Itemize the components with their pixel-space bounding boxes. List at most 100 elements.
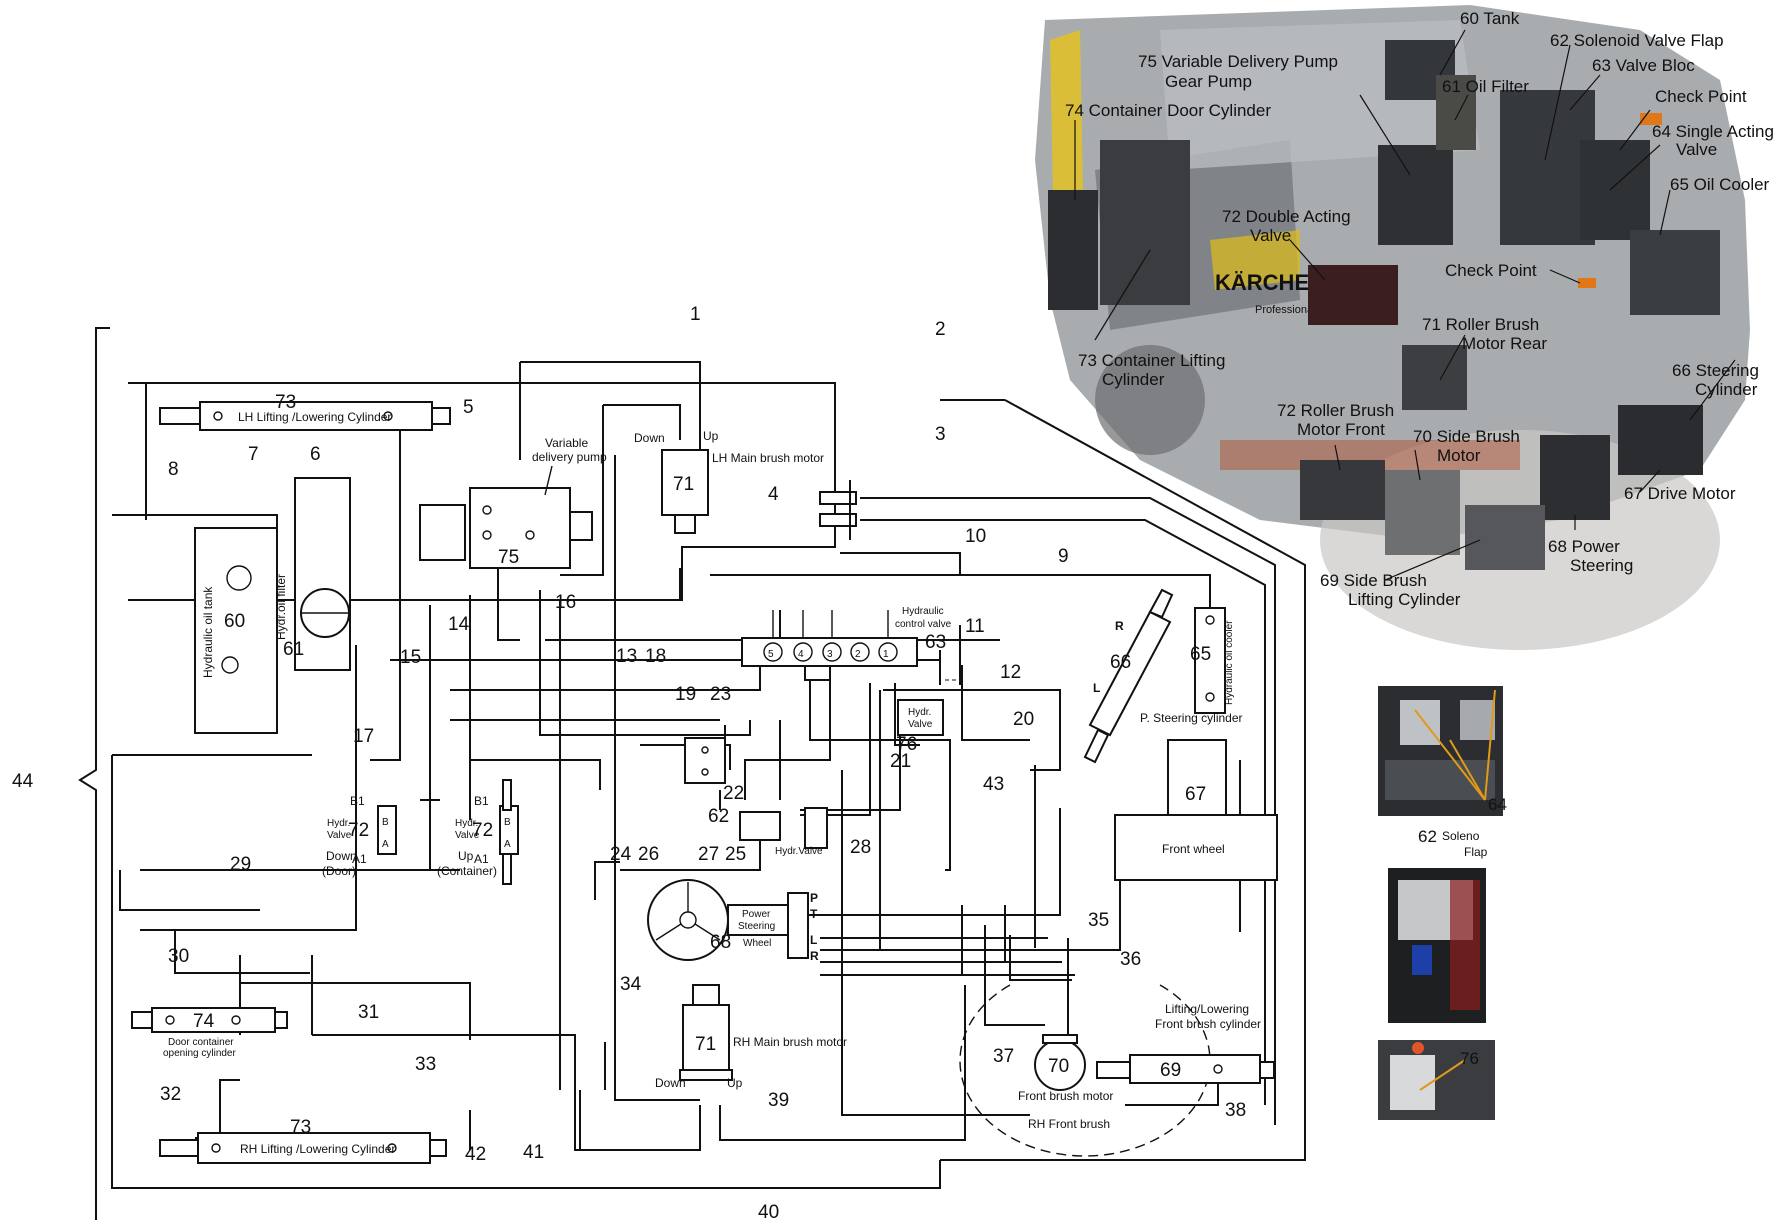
photo-oil-filter <box>1436 75 1476 150</box>
door-cyl-label-2: opening cylinder <box>163 1048 236 1059</box>
photo-pump <box>1378 145 1453 245</box>
container-valve-label-4: (Container) <box>437 864 497 878</box>
control-valve-num: 63 <box>925 632 946 653</box>
container-valve-label-2: Valve <box>455 830 480 841</box>
photo-container-door-cylinder <box>1048 190 1098 310</box>
steering-cyl-num: 66 <box>1110 652 1131 673</box>
line-label-6: 6 <box>310 444 321 465</box>
callout-drive-motor: 67 Drive Motor <box>1624 484 1736 503</box>
bracket-44 <box>78 327 110 1222</box>
callout-steering-cylinder: Cylinder <box>1695 380 1758 399</box>
photo-valve-bloc <box>1500 90 1595 245</box>
container-valve-b1: B1 <box>474 794 489 808</box>
check-point-marker-2 <box>1578 278 1596 288</box>
pump-label-2: delivery pump <box>532 450 607 464</box>
valve-76-num: 76 <box>896 734 917 755</box>
line-label-19: 19 <box>675 684 696 705</box>
line-label-2: 2 <box>935 319 946 340</box>
rh-lifting-cylinder: 73 RH Lifting /Lowering Cylinder <box>159 1117 447 1164</box>
line-label-27: 27 <box>698 844 719 865</box>
steering-wheel-label-1: Power <box>742 909 771 920</box>
control-section-3: 3 <box>827 649 833 660</box>
lh-main-brush-motor: 71 LH Main brush motor Down Up <box>634 429 824 534</box>
door-valve-label-2: Valve <box>327 830 352 841</box>
photo-oil-cooler <box>1630 230 1720 315</box>
callout-lifting-cylinder: Lifting Cylinder <box>1348 590 1461 609</box>
door-valve-b: B <box>382 817 389 828</box>
container-valve-label-3: Up <box>458 849 474 863</box>
rh-cylinder-num: 73 <box>290 1117 311 1138</box>
inset-62-caption-2: Flap <box>1464 845 1488 859</box>
line-label-12: 12 <box>1000 662 1021 683</box>
photo-container-lifting-cylinder <box>1100 140 1190 305</box>
lh-motor-up: Up <box>703 429 719 443</box>
steering-wheel-label-3: Wheel <box>743 938 771 949</box>
line-label-1: 1 <box>690 304 701 325</box>
steering-wheel-label-2: Steering <box>738 921 775 932</box>
line-label-5: 5 <box>463 397 474 418</box>
front-brush-assembly: 70 Front brush motor RH Front brush 69 L… <box>959 984 1275 1157</box>
line-label-14: 14 <box>448 614 470 635</box>
filter-label: Hydr.oil filter <box>274 574 288 640</box>
callout-single-acting: 64 Single Acting <box>1652 122 1774 141</box>
hydraulic-oil-filter: 61 Hydr.oil filter <box>274 477 351 671</box>
line-label-40: 40 <box>758 1202 779 1220</box>
callout-oil-filter: 61 Oil Filter <box>1442 77 1529 96</box>
tank-num: 60 <box>224 611 245 632</box>
inset-76-num: 76 <box>1460 1049 1479 1068</box>
photo-side-brush-motor <box>1385 470 1460 555</box>
line-label-23: 23 <box>710 684 731 705</box>
photo-roller-motor-front <box>1300 460 1385 520</box>
door-container-cylinder: 74 Door container opening cylinder <box>131 1007 288 1059</box>
hydr-valve-container: B A B1 A1 72 Hydr. Valve Up (Container) <box>437 779 519 885</box>
line-label-41: 41 <box>523 1142 544 1163</box>
callout-side-brush-motor-2: Motor <box>1437 446 1481 465</box>
door-valve-a: A <box>382 839 389 850</box>
brand-name: KÄRCHER <box>1215 270 1325 295</box>
callout-valve-bloc: 63 Valve Bloc <box>1592 56 1695 75</box>
hydr-valve-small: Hydr.Valve <box>739 807 828 857</box>
callout-container-lifting-cyl: Cylinder <box>1102 370 1165 389</box>
power-steering-wheel: Power Steering Wheel 68 P T L R <box>647 879 819 963</box>
line-label-29: 29 <box>230 854 251 875</box>
line-label-16: 16 <box>555 592 576 613</box>
line-number-labels: 1 2 3 4 5 6 7 8 9 10 11 12 13 14 15 16 1… <box>160 304 1246 1223</box>
door-valve-b1: B1 <box>350 794 365 808</box>
control-section-5: 5 <box>768 649 774 660</box>
brand-model: Professional <box>1255 304 1316 316</box>
line-label-10: 10 <box>965 526 986 547</box>
line-label-22: 22 <box>723 783 744 804</box>
control-section-4: 4 <box>798 649 804 660</box>
door-valve-label-1: Hydr. <box>327 818 350 829</box>
line-label-25: 25 <box>725 844 746 865</box>
door-valve-a1: A1 <box>352 852 367 866</box>
callout-container-door-cylinder: 74 Container Door Cylinder <box>1065 101 1271 120</box>
line-label-26: 26 <box>638 844 659 865</box>
front-brush-label: RH Front brush <box>1028 1117 1110 1131</box>
drive-num: 67 <box>1185 784 1206 805</box>
photo-steering-cylinder <box>1618 405 1703 475</box>
line-label-9: 9 <box>1058 546 1069 567</box>
container-valve-b: B <box>504 817 511 828</box>
control-section-2: 2 <box>855 649 861 660</box>
container-valve-a: A <box>504 839 511 850</box>
lh-motor-down: Down <box>634 431 665 445</box>
callout-side-brush-motor: 70 Side Brush <box>1413 427 1520 446</box>
line-label-31: 31 <box>358 1002 379 1023</box>
hydr-valve-small-label: Hydr.Valve <box>775 846 823 857</box>
callout-single-acting-valve: Valve <box>1676 140 1717 159</box>
inset-64-num: 64 <box>1488 795 1507 814</box>
callout-side-brush-lifting: 69 Side Brush <box>1320 571 1427 590</box>
line-label-37: 37 <box>993 1046 1014 1067</box>
steering-port-r: R <box>810 949 819 963</box>
valve-76-label-1: Hydr. <box>908 707 931 718</box>
hydr-valve-door: B A B1 A1 72 Hydr. Valve Down (Door) <box>322 794 397 878</box>
oil-cooler-num: 65 <box>1190 644 1211 665</box>
hydraulic-control-valve: 5 4 3 2 1 63 Hydraulic control valve <box>741 606 952 667</box>
inset-photo-64: 64 <box>1378 686 1507 816</box>
steering-port-t: T <box>810 907 818 921</box>
line-label-13: 13 <box>616 646 637 667</box>
door-valve-num: 72 <box>348 820 369 841</box>
